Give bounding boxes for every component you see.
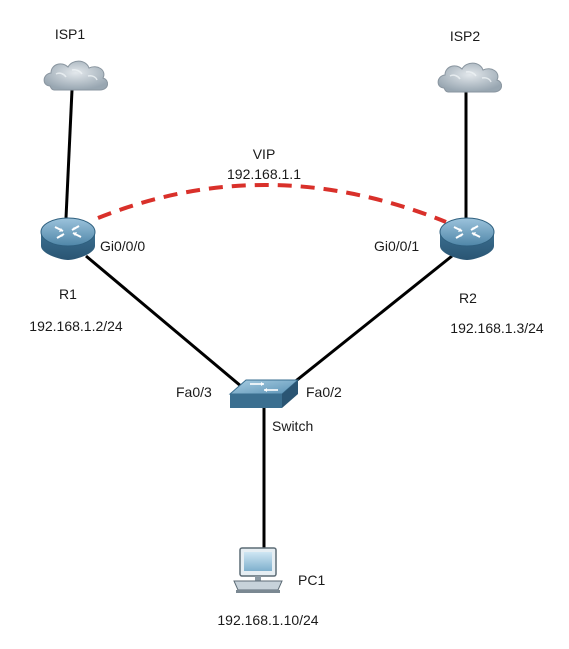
r2-interface-label: Gi0/0/1	[374, 238, 420, 254]
link-r2-switch	[281, 254, 453, 394]
isp1-cloud-icon	[43, 60, 108, 91]
isp1-label: ISP1	[54, 26, 86, 42]
pc1-pc-icon	[233, 547, 283, 593]
r2-router-icon	[439, 217, 495, 260]
link-isp1-r1	[64, 89, 74, 219]
vip-virtual-link	[97, 183, 447, 224]
switch-label: Switch	[272, 418, 314, 434]
vip-label: VIP	[252, 146, 276, 162]
r2-address: 192.168.1.3/24	[450, 320, 544, 336]
r1-address: 192.168.1.2/24	[29, 318, 123, 334]
r1-label: R1	[59, 286, 77, 302]
link-r1-switch	[85, 254, 249, 394]
isp2-cloud-icon	[437, 62, 502, 93]
switch-port-left-label: Fa0/3	[176, 384, 212, 400]
switch-port-right-label: Fa0/2	[306, 384, 342, 400]
r1-router-icon	[40, 217, 96, 260]
pc1-address: 192.168.1.10/24	[217, 612, 319, 628]
vip-address: 192.168.1.1	[227, 166, 301, 182]
pc1-label: PC1	[298, 572, 326, 588]
r1-interface-label: Gi0/0/0	[100, 238, 146, 254]
r2-label: R2	[459, 290, 477, 306]
switch-icon	[228, 379, 300, 408]
isp2-label: ISP2	[449, 28, 481, 44]
